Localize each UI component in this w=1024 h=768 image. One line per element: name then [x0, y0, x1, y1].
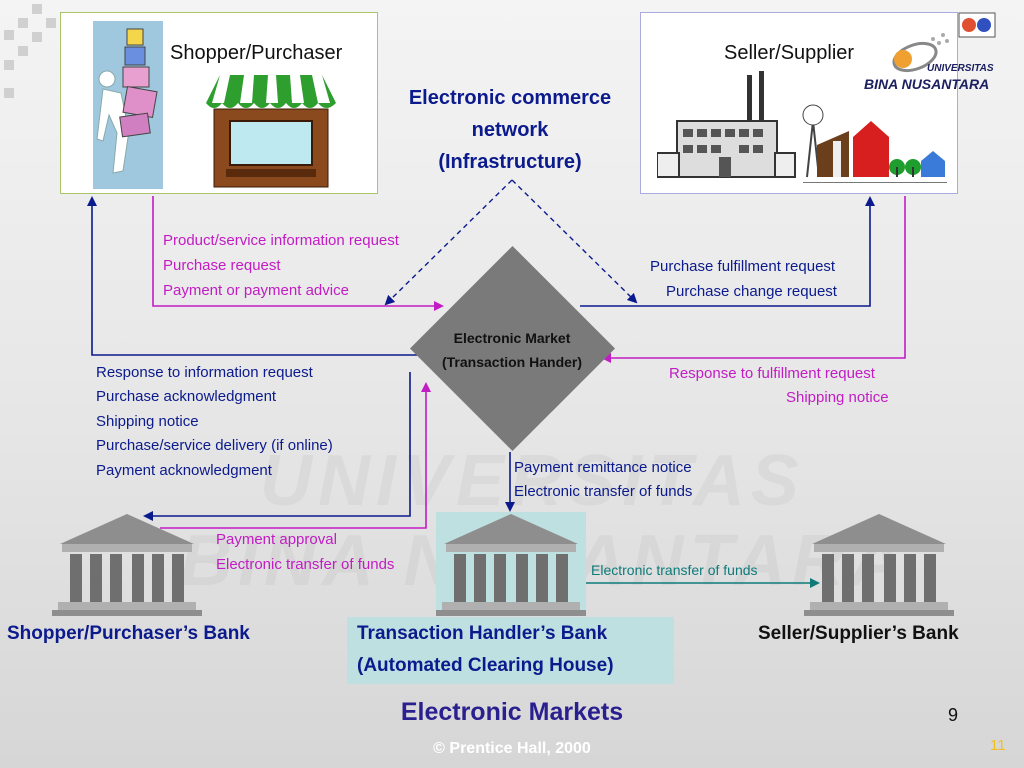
shopper-bank-icon: [52, 514, 202, 616]
flow-text-delivery: Purchase/service delivery (if online): [96, 437, 333, 454]
handler-bank-label-line1: Transaction Handler’s Bank: [357, 623, 608, 644]
flow-text-seller-shipping-notice: Shipping notice: [786, 389, 889, 406]
seller-bank-label: Seller/Supplier’s Bank: [758, 623, 959, 644]
flow-text-fulfillment-response: Response to fulfillment request: [669, 365, 875, 382]
handler-bank-icon: [436, 514, 586, 616]
flow-market-to-shopper: [87, 196, 452, 356]
shopper-label: Shopper/Purchaser: [170, 42, 343, 64]
page-number: 9: [948, 705, 959, 725]
infrastructure-line3: (Infrastructure): [438, 151, 582, 173]
infrastructure-line2: network: [471, 119, 549, 141]
university-swirl-icon: [892, 33, 949, 73]
shopper-box: [60, 12, 378, 194]
copyright-text: © Prentice Hall, 2000: [433, 740, 591, 757]
flow-text-info-response: Response to information request: [96, 364, 313, 381]
flow-shopper-to-market: [152, 196, 444, 311]
flow-shopper-bank-to-market: [160, 382, 431, 529]
flow-market-to-shopper-bank: [143, 372, 411, 521]
badge-icon: [958, 12, 996, 38]
infrastructure-dashed-left: [384, 179, 513, 306]
flow-text-payment-advice: Payment or payment advice: [163, 282, 349, 299]
factory-farm-icon: [657, 71, 947, 183]
flow-seller-to-market: [601, 196, 906, 363]
seller-label: Seller/Supplier: [724, 42, 855, 64]
seller-box: [640, 12, 958, 194]
flow-text-info-request: Product/service information request: [163, 232, 399, 249]
infrastructure-label: Electronic commerce network (Infrastruct…: [380, 82, 640, 178]
flow-text-remittance-notice: Payment remittance notice: [514, 459, 692, 476]
seller-bank-icon: [804, 514, 954, 616]
flow-text-purchase-request: Purchase request: [163, 257, 281, 274]
flow-text-change-request: Purchase change request: [666, 283, 837, 300]
storefront-icon: [206, 75, 336, 188]
slide-title: Electronic Markets: [400, 698, 624, 726]
shopper-bank-label: Shopper/Purchaser’s Bank: [7, 623, 250, 644]
watermark-text: UNIVERSITAS: [260, 441, 805, 521]
market-line2: (Transaction Hander): [441, 354, 583, 370]
flow-text-purchase-ack: Purchase acknowledgment: [96, 388, 277, 405]
logo-line1: UNIVERSITAS: [927, 63, 994, 74]
slide-number: 11: [990, 737, 1006, 754]
flow-market-to-seller: [580, 196, 875, 307]
market-label: Electronic Market (Transaction Hander): [416, 326, 608, 374]
flow-text-shipping-notice: Shipping notice: [96, 413, 199, 430]
flow-text-eft-shopper-bank: Electronic transfer of funds: [216, 556, 395, 573]
market-line1: Electronic Market: [453, 330, 571, 346]
corner-decoration: [4, 4, 56, 98]
logo-line2: BINA NUSANTARA: [864, 76, 990, 92]
flow-text-eft-handler: Electronic transfer of funds: [514, 483, 693, 500]
flow-text-fulfillment-request: Purchase fulfillment request: [650, 258, 836, 275]
handler-bank-label-line2: (Automated Clearing House): [357, 655, 614, 676]
infrastructure-line1: Electronic commerce: [408, 87, 612, 109]
infrastructure-dashed-right: [511, 179, 638, 304]
handler-bank-label-box: [347, 617, 674, 684]
flow-text-payment-ack: Payment acknowledgment: [96, 462, 272, 479]
flow-text-payment-approval: Payment approval: [216, 531, 337, 548]
flow-text-eft-seller-bank: Electronic transfer of funds: [591, 562, 758, 578]
shopper-figure-icon: [93, 21, 163, 189]
